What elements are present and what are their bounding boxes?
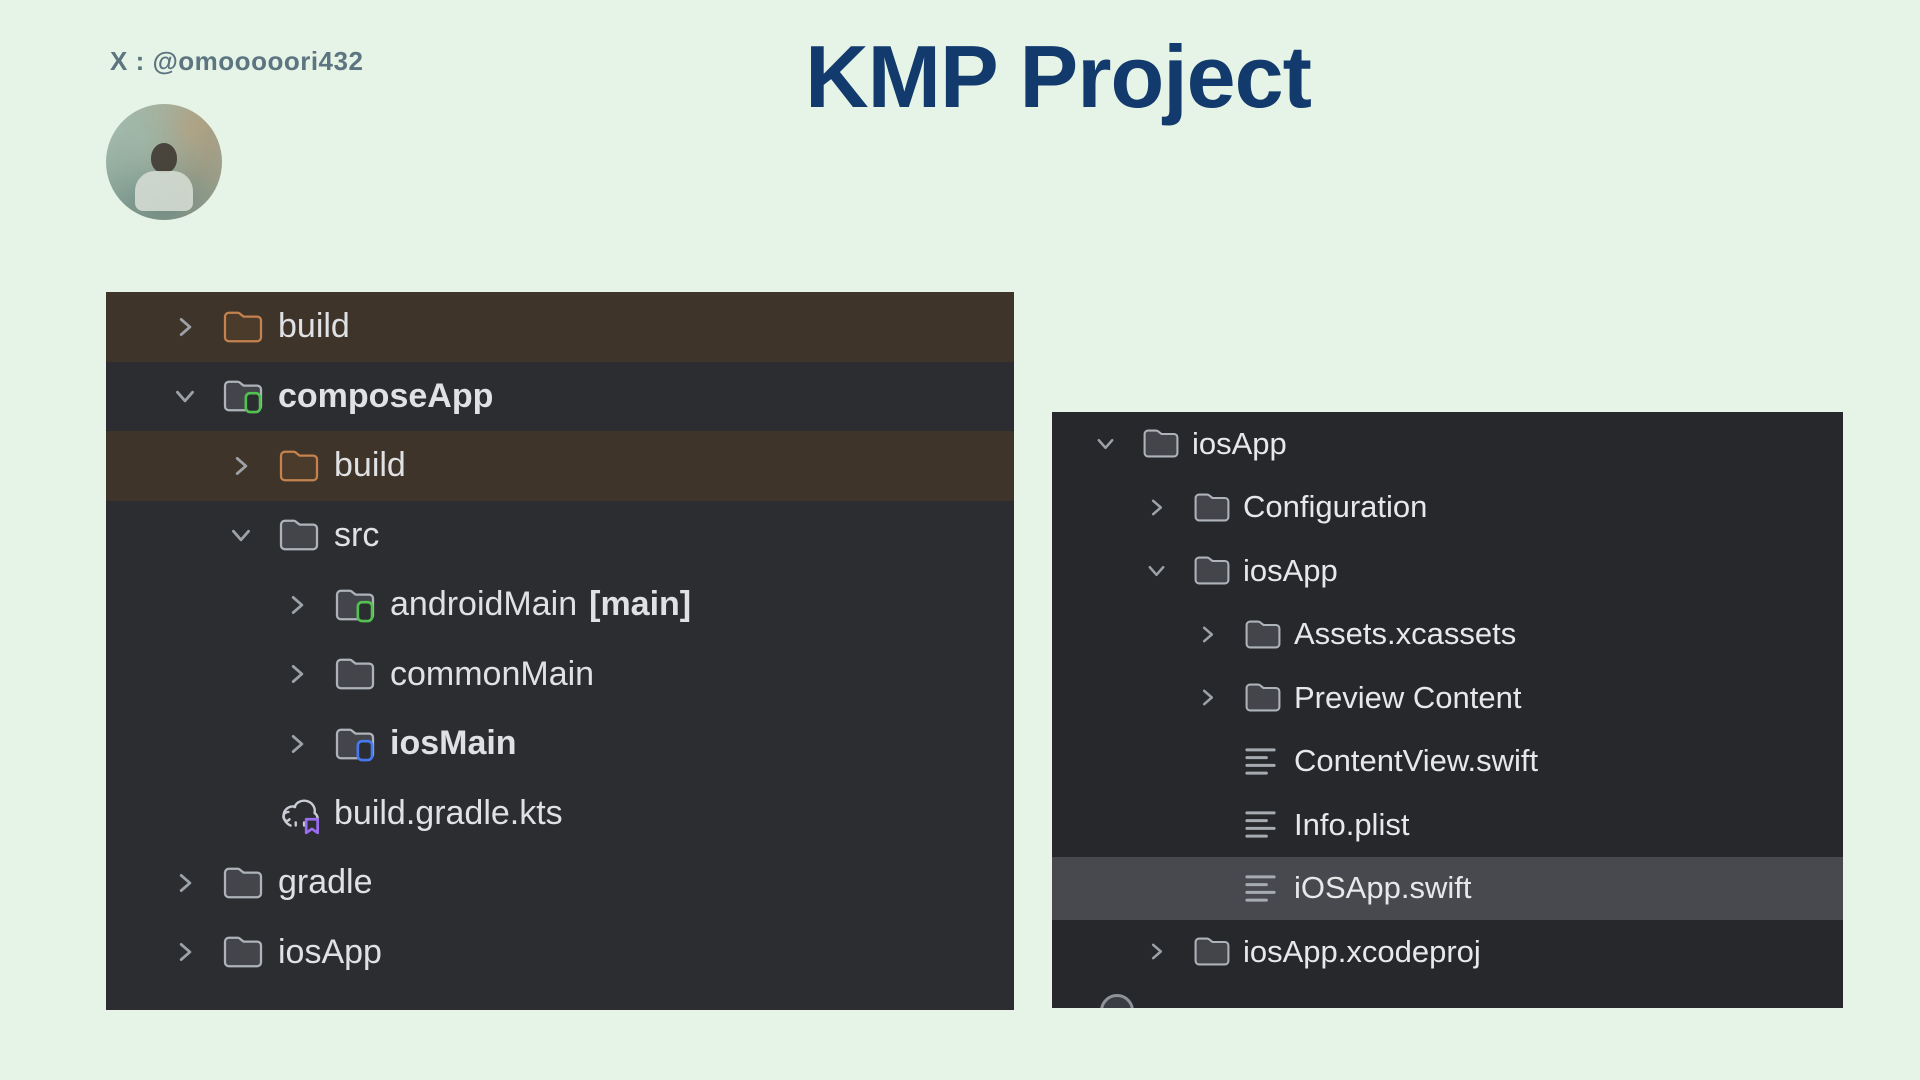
tree-row[interactable]: gradle — [106, 848, 1014, 918]
chevron-right-icon[interactable] — [172, 939, 222, 965]
tree-row-label: build — [278, 307, 350, 346]
tree-row-label: iosMain — [390, 724, 517, 763]
chevron-right-icon[interactable] — [228, 453, 278, 479]
tree-row-label: composeApp — [278, 376, 494, 415]
chevron-right-icon[interactable] — [172, 314, 222, 340]
folder-icon — [1244, 618, 1294, 651]
folder-icon — [1193, 554, 1243, 587]
tree-row[interactable]: build — [106, 431, 1014, 501]
folder-icon — [1193, 491, 1243, 524]
tree-row-label: iosApp — [1192, 425, 1287, 461]
folder-icon — [278, 517, 334, 553]
tree-row[interactable]: iOSApp.swift — [1052, 856, 1843, 920]
tree-row-label: iosApp.xcodeproj — [1243, 933, 1481, 969]
page-title: KMP Project — [805, 27, 1312, 126]
tree-row-label: gradle — [278, 863, 373, 902]
folder-icon — [222, 934, 278, 970]
chevron-right-icon[interactable] — [1145, 940, 1193, 963]
tree-row[interactable]: src — [106, 501, 1014, 571]
tree-row[interactable]: iosApp — [1052, 539, 1843, 603]
folder-icon — [1244, 681, 1294, 714]
tree-row-label: iosApp — [278, 932, 382, 971]
tree-row-label: Assets.xcassets — [1294, 616, 1517, 652]
tree-row[interactable]: ContentView.swift — [1052, 730, 1843, 794]
tree-row[interactable]: iosApp.xcodeproj — [1052, 920, 1843, 984]
file-lines-icon — [1244, 809, 1294, 840]
folder-icon — [334, 656, 390, 692]
chevron-down-icon[interactable] — [1094, 432, 1142, 455]
chevron-down-icon[interactable] — [1145, 559, 1193, 582]
tree-row-label: src — [334, 515, 380, 554]
tree-row[interactable]: Preview Content — [1052, 666, 1843, 730]
chevron-right-icon[interactable] — [284, 661, 334, 687]
chevron-right-icon[interactable] — [284, 592, 334, 618]
folder-module-green-icon — [222, 378, 278, 414]
tree-row-label: androidMain — [390, 585, 578, 624]
tree-row[interactable]: composeApp — [106, 362, 1014, 432]
tree-row[interactable]: androidMain [main] — [106, 570, 1014, 640]
tree-row[interactable]: commonMain — [106, 640, 1014, 710]
tree-row-label: build.gradle.kts — [334, 793, 563, 832]
gradle-kts-icon — [278, 789, 334, 837]
folder-module-blue-icon — [334, 726, 390, 762]
folder-icon — [1142, 427, 1192, 460]
file-lines-icon — [1244, 746, 1294, 777]
tree-row-label: build — [334, 446, 406, 485]
tree-row[interactable]: Info.plist — [1052, 793, 1843, 857]
chevron-down-icon[interactable] — [172, 383, 222, 409]
tree-row-label: Info.plist — [1294, 806, 1410, 842]
tree-row-label: commonMain — [390, 654, 595, 693]
tree-row[interactable]: build.gradle.kts — [106, 779, 1014, 849]
tree-row[interactable]: iosMain — [106, 709, 1014, 779]
folder-icon — [222, 865, 278, 901]
tree-row-label: Preview Content — [1294, 679, 1522, 715]
folder-excluded-icon — [278, 448, 334, 484]
intellij-project-tree-panel: build composeApp build src androidMain [m… — [106, 292, 1014, 1010]
xcode-navigator-tree-panel: iosApp Configuration iosApp Assets.xcass… — [1052, 412, 1843, 1008]
tree-row[interactable]: build — [106, 292, 1014, 362]
tree-row[interactable]: iosApp — [106, 918, 1014, 988]
tree-row[interactable]: Configuration — [1052, 476, 1843, 540]
chevron-right-icon[interactable] — [172, 870, 222, 896]
chevron-right-icon[interactable] — [1145, 496, 1193, 519]
folder-icon — [1193, 935, 1243, 968]
tree-row[interactable]: iosApp — [1052, 412, 1843, 476]
file-lines-icon — [1244, 873, 1294, 904]
tree-row-label: Configuration — [1243, 489, 1428, 525]
tree-row-label-suffix: [main] — [589, 585, 692, 624]
folder-module-green-icon — [334, 587, 390, 623]
tree-row[interactable]: Assets.xcassets — [1052, 603, 1843, 667]
chevron-right-icon[interactable] — [1196, 686, 1244, 709]
tree-row-label: iOSApp.swift — [1294, 870, 1472, 906]
x-handle: X : @omooooori432 — [110, 46, 364, 76]
tree-row-label: ContentView.swift — [1294, 743, 1539, 779]
avatar — [106, 104, 222, 220]
clipped-circle-icon — [1100, 994, 1134, 1008]
chevron-down-icon[interactable] — [228, 522, 278, 548]
folder-excluded-icon — [222, 309, 278, 345]
chevron-right-icon[interactable] — [1196, 623, 1244, 646]
tree-row-label: iosApp — [1243, 552, 1338, 588]
chevron-right-icon[interactable] — [284, 731, 334, 757]
